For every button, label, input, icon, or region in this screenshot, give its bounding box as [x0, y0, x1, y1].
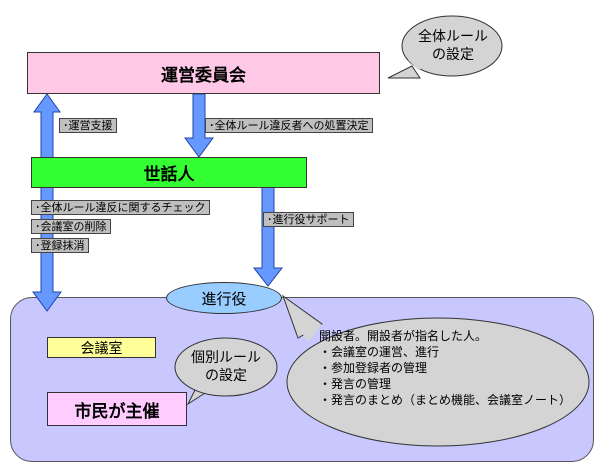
meeting-room-box: 会議室: [47, 337, 156, 358]
violation-action-arrow: [184, 93, 214, 158]
facilitator-duty: ・発言の管理: [319, 377, 392, 391]
caretaker-box: 世話人: [31, 157, 307, 188]
facilitator-description-callout: [286, 317, 590, 447]
citizen-led-label: 市民が主催: [74, 401, 160, 422]
facilitator-description-intro: 開設者。開設者が指名した人。: [319, 329, 488, 343]
support-label: ･運営支援: [59, 118, 117, 133]
committee-box: 運営委員会: [27, 52, 380, 94]
global-rules-callout: [401, 15, 503, 77]
caretaker-task-unregister: ･登録抹消: [31, 238, 89, 253]
individual-rules-callout: [174, 337, 278, 397]
facilitator-duty: ・会議室の運営、進行: [319, 345, 440, 359]
facilitator-duty: ・参加登録者の管理: [319, 361, 428, 375]
facilitator-label: 進行役: [201, 289, 247, 308]
violation-action-label: ･全体ルール違反者への処置決定: [205, 118, 373, 133]
committee-label: 運営委員会: [161, 65, 246, 86]
facilitator-description: 開設者。開設者が指名した人。 ・会議室の運営、進行 ・参加登録者の管理 ・発言の…: [319, 328, 571, 408]
facilitator-support-arrow: [252, 186, 284, 287]
caretaker-task-check: ･全体ルール違反に関するチェック: [31, 200, 210, 215]
support-arrow: [33, 93, 61, 161]
caretaker-task-delete-room: ･会議室の削除: [31, 219, 111, 234]
facilitator-duty: ・発言のまとめ（まとめ機能、会議室ノート）: [319, 393, 572, 407]
caretaker-tasks-labels: ･全体ルール違反に関するチェック ･会議室の削除 ･登録抹消: [31, 196, 210, 253]
facilitator-node: 進行役: [166, 282, 282, 314]
meeting-room-label: 会議室: [80, 340, 123, 357]
global-rules-text: 全体ルール の設定: [418, 29, 488, 63]
caretaker-label: 世話人: [143, 165, 195, 185]
individual-rules-text: 個別ルール の設定: [191, 350, 261, 384]
citizen-led-box: 市民が主催: [47, 392, 187, 426]
global-rules-callout-tail: [387, 65, 421, 79]
facilitator-support-label: ･進行役サポート: [263, 212, 354, 227]
